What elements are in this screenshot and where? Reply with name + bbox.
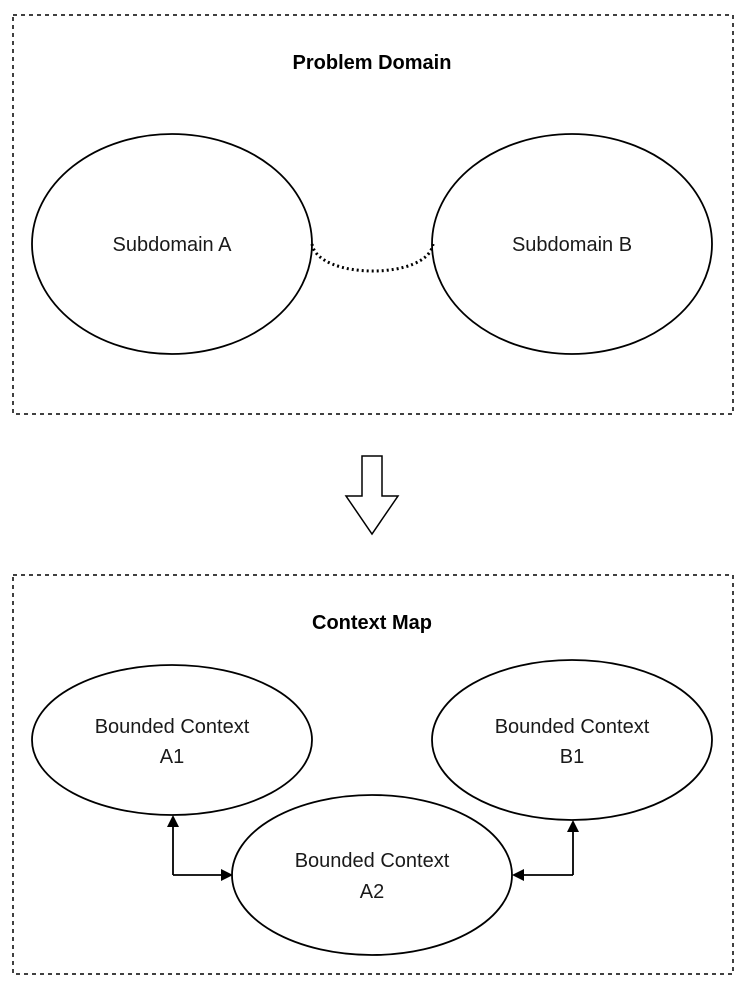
bounded-context-a2-line1: Bounded Context — [295, 850, 450, 872]
subdomain-b-label: Subdomain B — [512, 234, 632, 256]
subdomain-a-label: Subdomain A — [113, 234, 233, 256]
context-map-title: Context Map — [312, 612, 432, 634]
bounded-context-b1-line2: B1 — [560, 746, 584, 768]
bounded-context-a2-ellipse[interactable] — [231, 794, 513, 956]
problem-domain-boundary — [12, 14, 734, 415]
context-map-group[interactable]: Context Map Bounded Context A1 Bounded C… — [12, 574, 734, 975]
bounded-context-a1-line2: A1 — [160, 746, 184, 768]
bounded-context-a1-ellipse[interactable] — [31, 664, 313, 816]
problem-domain-title: Problem Domain — [293, 52, 452, 74]
context-map-boundary — [12, 574, 734, 975]
subdomain-dotted-connector — [310, 243, 435, 273]
bounded-context-b1-line1: Bounded Context — [495, 716, 650, 738]
bounded-context-a1-line1: Bounded Context — [95, 716, 250, 738]
bounded-context-b1-ellipse[interactable] — [431, 659, 713, 821]
down-arrow-icon — [344, 455, 400, 536]
bounded-context-a2-line2: A2 — [360, 881, 384, 903]
problem-domain-group[interactable]: Problem Domain Subdomain A Subdomain B — [12, 14, 734, 415]
